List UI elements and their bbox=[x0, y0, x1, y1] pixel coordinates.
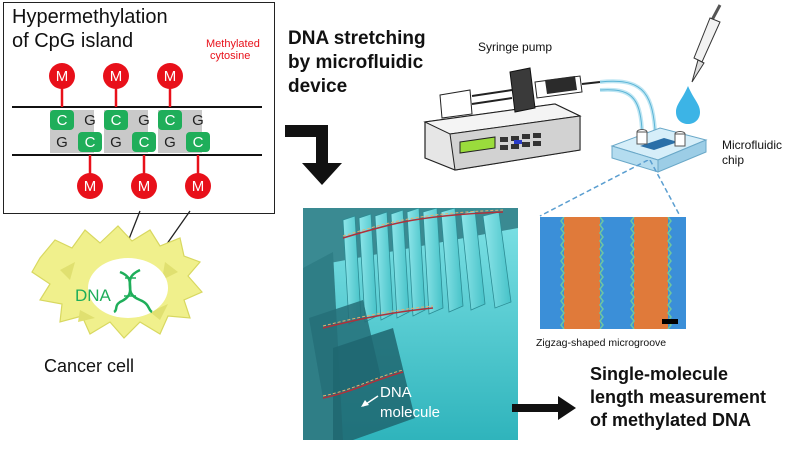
top-base-3: C bbox=[111, 112, 122, 129]
cpg-dna-diagram: C G C G C G G C G C G C M M M M M M bbox=[12, 63, 262, 199]
microfluidic-chip-illustration bbox=[610, 127, 708, 173]
drop-icon bbox=[676, 86, 700, 124]
nucleus bbox=[88, 258, 168, 318]
result-line1: Single-molecule bbox=[590, 364, 729, 384]
zigzag-microgroove-image bbox=[540, 217, 686, 329]
methyl-marker-bottom-2: M bbox=[138, 178, 151, 195]
result-line2: length measurement bbox=[590, 387, 767, 407]
bottom-base-4: C bbox=[139, 134, 150, 151]
cancer-cell-caption: Cancer cell bbox=[44, 356, 135, 376]
bottom-base-5: G bbox=[164, 134, 176, 151]
methyl-marker-bottom-1: M bbox=[84, 178, 97, 195]
top-base-2: G bbox=[84, 112, 96, 129]
cpg-title-line2: of CpG island bbox=[12, 30, 134, 52]
bottom-base-2: C bbox=[85, 134, 96, 151]
dna-molecule-label-line1: DNA bbox=[380, 384, 412, 401]
methyl-marker-top-2: M bbox=[110, 68, 123, 85]
cancer-cell-illustration bbox=[31, 210, 203, 339]
dna-molecule-label-line2: molecule bbox=[380, 404, 441, 421]
methylated-cytosine-label-line2: cytosine bbox=[210, 50, 251, 62]
chip-label-line2: chip bbox=[722, 153, 745, 167]
top-base-6: G bbox=[192, 112, 204, 129]
dna-stretching-render bbox=[303, 208, 518, 440]
zoom-dashed-lines bbox=[539, 160, 681, 217]
scale-bar bbox=[662, 319, 678, 324]
dna-helix-icon bbox=[113, 268, 153, 314]
stretching-line3: device bbox=[288, 76, 348, 97]
stretching-line1: DNA stretching bbox=[288, 28, 426, 49]
top-base-4: G bbox=[138, 112, 150, 129]
bottom-base-3: G bbox=[110, 134, 122, 151]
bottom-base-6: C bbox=[193, 134, 204, 151]
syringe-pump-illustration bbox=[423, 67, 657, 171]
methyl-marker-bottom-3: M bbox=[192, 178, 205, 195]
methyl-marker-top-1: M bbox=[56, 68, 69, 85]
chip-label-line1: Microfluidic bbox=[722, 138, 783, 152]
methyl-marker-top-3: M bbox=[164, 68, 177, 85]
stretching-line2: by microfluidic bbox=[288, 52, 424, 73]
top-base-1: C bbox=[57, 112, 68, 129]
result-line3: of methylated DNA bbox=[590, 410, 752, 430]
cpg-title-line1: Hypermethylation bbox=[12, 6, 168, 28]
methylated-cytosine-label-line1: Methylated bbox=[206, 38, 260, 50]
groove-caption: Zigzag-shaped microgroove bbox=[536, 337, 667, 349]
syringe-pump-label: Syringe pump bbox=[478, 40, 553, 54]
bent-down-arrow bbox=[285, 125, 342, 185]
cell-dna-label: DNA bbox=[75, 286, 111, 305]
pipette-icon bbox=[676, 4, 722, 124]
top-base-5: C bbox=[165, 112, 176, 129]
bottom-base-1: G bbox=[56, 134, 68, 151]
result-arrow bbox=[512, 396, 576, 420]
